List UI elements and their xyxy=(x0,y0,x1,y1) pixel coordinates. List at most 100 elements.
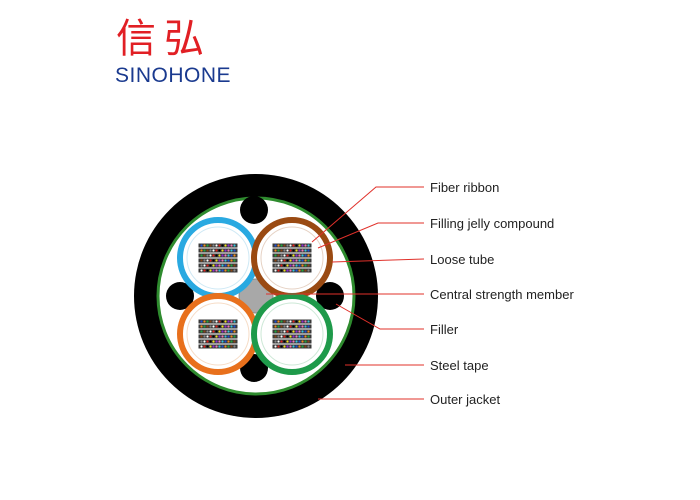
optical-fiber xyxy=(224,335,227,338)
optical-fiber xyxy=(200,335,203,338)
optical-fiber xyxy=(295,244,298,247)
optical-fiber xyxy=(292,249,295,252)
label-central-strength-member: Central strength member xyxy=(430,287,574,302)
optical-fiber xyxy=(200,320,203,323)
optical-fiber xyxy=(224,249,227,252)
optical-fiber xyxy=(274,325,277,328)
fiber-ribbon xyxy=(272,344,312,349)
optical-fiber xyxy=(215,244,218,247)
optical-fiber xyxy=(224,325,227,328)
optical-fiber xyxy=(283,244,286,247)
optical-fiber xyxy=(277,340,280,343)
optical-fiber xyxy=(230,269,233,272)
optical-fiber xyxy=(224,254,227,257)
optical-fiber xyxy=(298,340,301,343)
optical-fiber xyxy=(200,340,203,343)
optical-fiber xyxy=(307,259,310,262)
optical-fiber xyxy=(304,325,307,328)
optical-fiber xyxy=(206,340,209,343)
optical-fiber xyxy=(200,254,203,257)
optical-fiber xyxy=(292,340,295,343)
optical-fiber xyxy=(209,269,212,272)
optical-fiber xyxy=(206,325,209,328)
fiber-ribbon xyxy=(198,243,238,248)
optical-fiber xyxy=(203,259,206,262)
optical-fiber xyxy=(206,269,209,272)
optical-fiber xyxy=(283,330,286,333)
loose-tube-blue xyxy=(177,217,259,299)
optical-fiber xyxy=(298,259,301,262)
optical-fiber xyxy=(221,264,224,267)
optical-fiber xyxy=(215,264,218,267)
optical-fiber xyxy=(230,335,233,338)
optical-fiber xyxy=(221,330,224,333)
optical-fiber xyxy=(295,325,298,328)
optical-fiber xyxy=(286,345,289,348)
fiber-ribbon xyxy=(272,258,312,263)
optical-fiber xyxy=(218,330,221,333)
optical-fiber xyxy=(203,330,206,333)
optical-fiber xyxy=(203,264,206,267)
optical-fiber xyxy=(304,259,307,262)
fiber-ribbon xyxy=(198,248,238,253)
optical-fiber xyxy=(233,259,236,262)
optical-fiber xyxy=(289,325,292,328)
fiber-ribbon xyxy=(198,339,238,344)
optical-fiber xyxy=(215,325,218,328)
optical-fiber xyxy=(209,330,212,333)
optical-fiber xyxy=(224,244,227,247)
optical-fiber xyxy=(289,264,292,267)
fiber-ribbon xyxy=(272,324,312,329)
optical-fiber xyxy=(230,330,233,333)
optical-fiber xyxy=(277,320,280,323)
optical-fiber xyxy=(295,335,298,338)
optical-fiber xyxy=(283,249,286,252)
optical-fiber xyxy=(301,269,304,272)
optical-fiber xyxy=(218,249,221,252)
fiber-ribbon xyxy=(198,334,238,339)
fiber-ribbon xyxy=(198,319,238,324)
optical-fiber xyxy=(301,345,304,348)
optical-fiber xyxy=(298,269,301,272)
optical-fiber xyxy=(215,254,218,257)
optical-fiber xyxy=(233,340,236,343)
optical-fiber xyxy=(218,254,221,257)
optical-fiber xyxy=(277,254,280,257)
optical-fiber xyxy=(221,320,224,323)
fiber-ribbon xyxy=(198,253,238,258)
optical-fiber xyxy=(301,249,304,252)
optical-fiber xyxy=(203,269,206,272)
optical-fiber xyxy=(295,264,298,267)
optical-fiber xyxy=(212,269,215,272)
optical-fiber xyxy=(286,325,289,328)
fiber-ribbon xyxy=(272,329,312,334)
optical-fiber xyxy=(206,259,209,262)
optical-fiber xyxy=(218,320,221,323)
optical-fiber xyxy=(221,259,224,262)
optical-fiber xyxy=(200,345,203,348)
optical-fiber xyxy=(274,264,277,267)
optical-fiber xyxy=(280,244,283,247)
optical-fiber xyxy=(200,244,203,247)
optical-fiber xyxy=(230,244,233,247)
optical-fiber xyxy=(283,345,286,348)
optical-fiber xyxy=(280,259,283,262)
optical-fiber xyxy=(283,259,286,262)
optical-fiber xyxy=(286,340,289,343)
fiber-ribbon xyxy=(198,263,238,268)
optical-fiber xyxy=(230,254,233,257)
optical-fiber xyxy=(304,335,307,338)
optical-fiber xyxy=(277,335,280,338)
optical-fiber xyxy=(221,345,224,348)
fiber-ribbon xyxy=(272,248,312,253)
optical-fiber xyxy=(218,259,221,262)
optical-fiber xyxy=(212,325,215,328)
optical-fiber xyxy=(221,335,224,338)
fiber-ribbon xyxy=(198,329,238,334)
fiber-ribbon xyxy=(272,319,312,324)
optical-fiber xyxy=(218,244,221,247)
optical-fiber xyxy=(230,264,233,267)
optical-fiber xyxy=(209,335,212,338)
optical-fiber xyxy=(209,259,212,262)
optical-fiber xyxy=(224,330,227,333)
